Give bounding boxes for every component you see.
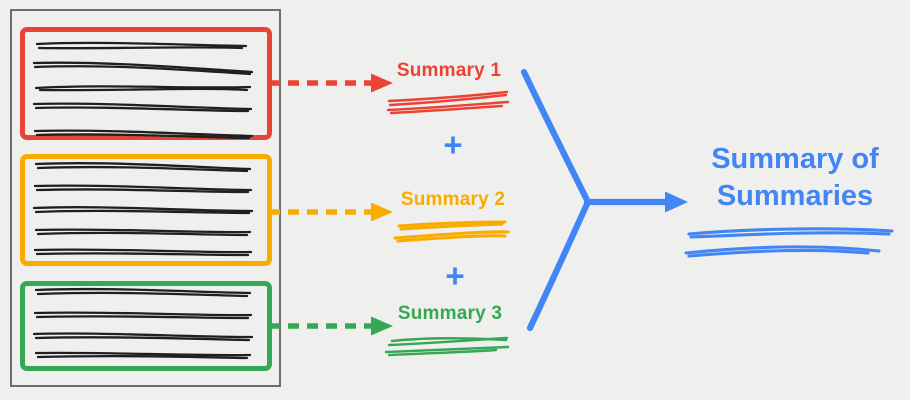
summary-2-label: Summary 2 [400,189,506,210]
result-underline-scribble [684,227,894,258]
dashed-arrow-green [269,316,393,336]
dashed-arrow-red [269,73,393,93]
section-red-text-scribbles [32,41,254,140]
section-green-text-scribbles [32,287,254,360]
plus-operator-1: + [443,126,463,163]
section-orange-text-scribbles [32,162,254,257]
source-document-box [10,9,281,387]
summary-3-label: Summary 3 [397,303,503,324]
result-label: Summary of Summaries [711,143,879,213]
summary-1-label: Summary 1 [396,60,502,81]
summary-1-underline-scribble [386,90,510,115]
summary-3-underline-scribble [384,336,510,357]
plus-operator-2: + [445,257,465,294]
merge-connector [520,68,688,332]
summary-2-underline-scribble [393,220,510,243]
dashed-arrow-orange [269,202,393,222]
